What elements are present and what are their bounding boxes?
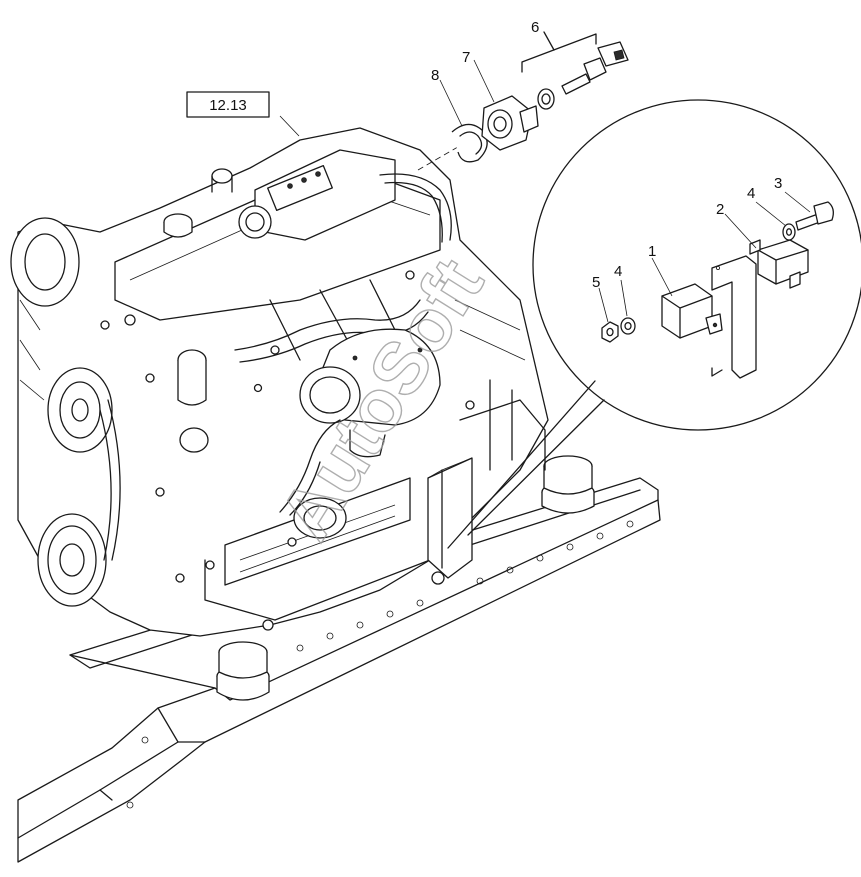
pulley-assembly bbox=[10, 217, 121, 607]
part-7-adapter bbox=[481, 95, 539, 151]
leader-lines bbox=[279, 59, 811, 323]
callout-6: 6 bbox=[531, 19, 539, 36]
frame-holes bbox=[126, 520, 634, 809]
callout-7: 7 bbox=[462, 49, 470, 66]
reference-box-label: 12.13 bbox=[209, 97, 247, 114]
part-1-relay bbox=[661, 283, 723, 339]
part-bracket-detail bbox=[711, 255, 757, 379]
callout-2: 2 bbox=[716, 201, 724, 218]
part-8-snap-ring bbox=[451, 123, 488, 163]
turbocharger bbox=[299, 328, 441, 458]
part-4-washer-upper bbox=[782, 223, 796, 241]
part-6-sensor bbox=[537, 41, 629, 110]
callout-4-upper: 4 bbox=[747, 185, 755, 202]
callout-3: 3 bbox=[774, 175, 782, 192]
callout-5: 5 bbox=[592, 274, 600, 291]
part-5-nut bbox=[601, 321, 619, 343]
bracket-installed bbox=[427, 457, 473, 579]
part-4-washer-lower bbox=[620, 317, 636, 335]
engine-mount-front bbox=[216, 641, 270, 701]
part-2-module bbox=[749, 239, 809, 289]
callout-8: 8 bbox=[431, 67, 439, 84]
part-3-bolt bbox=[795, 201, 834, 231]
callout-4-lower: 4 bbox=[614, 263, 622, 280]
engine-mount-rear bbox=[541, 455, 595, 514]
block-bolts bbox=[100, 270, 475, 631]
callout-1: 1 bbox=[648, 243, 656, 260]
callout-labels: 1 2 3 4 4 5 6 7 8 bbox=[431, 19, 782, 291]
detail-view-circle bbox=[447, 99, 861, 549]
part-6-group-bracket bbox=[521, 31, 597, 73]
reference-box[interactable]: 12.13 bbox=[186, 91, 270, 118]
engine-assembly bbox=[10, 127, 549, 637]
